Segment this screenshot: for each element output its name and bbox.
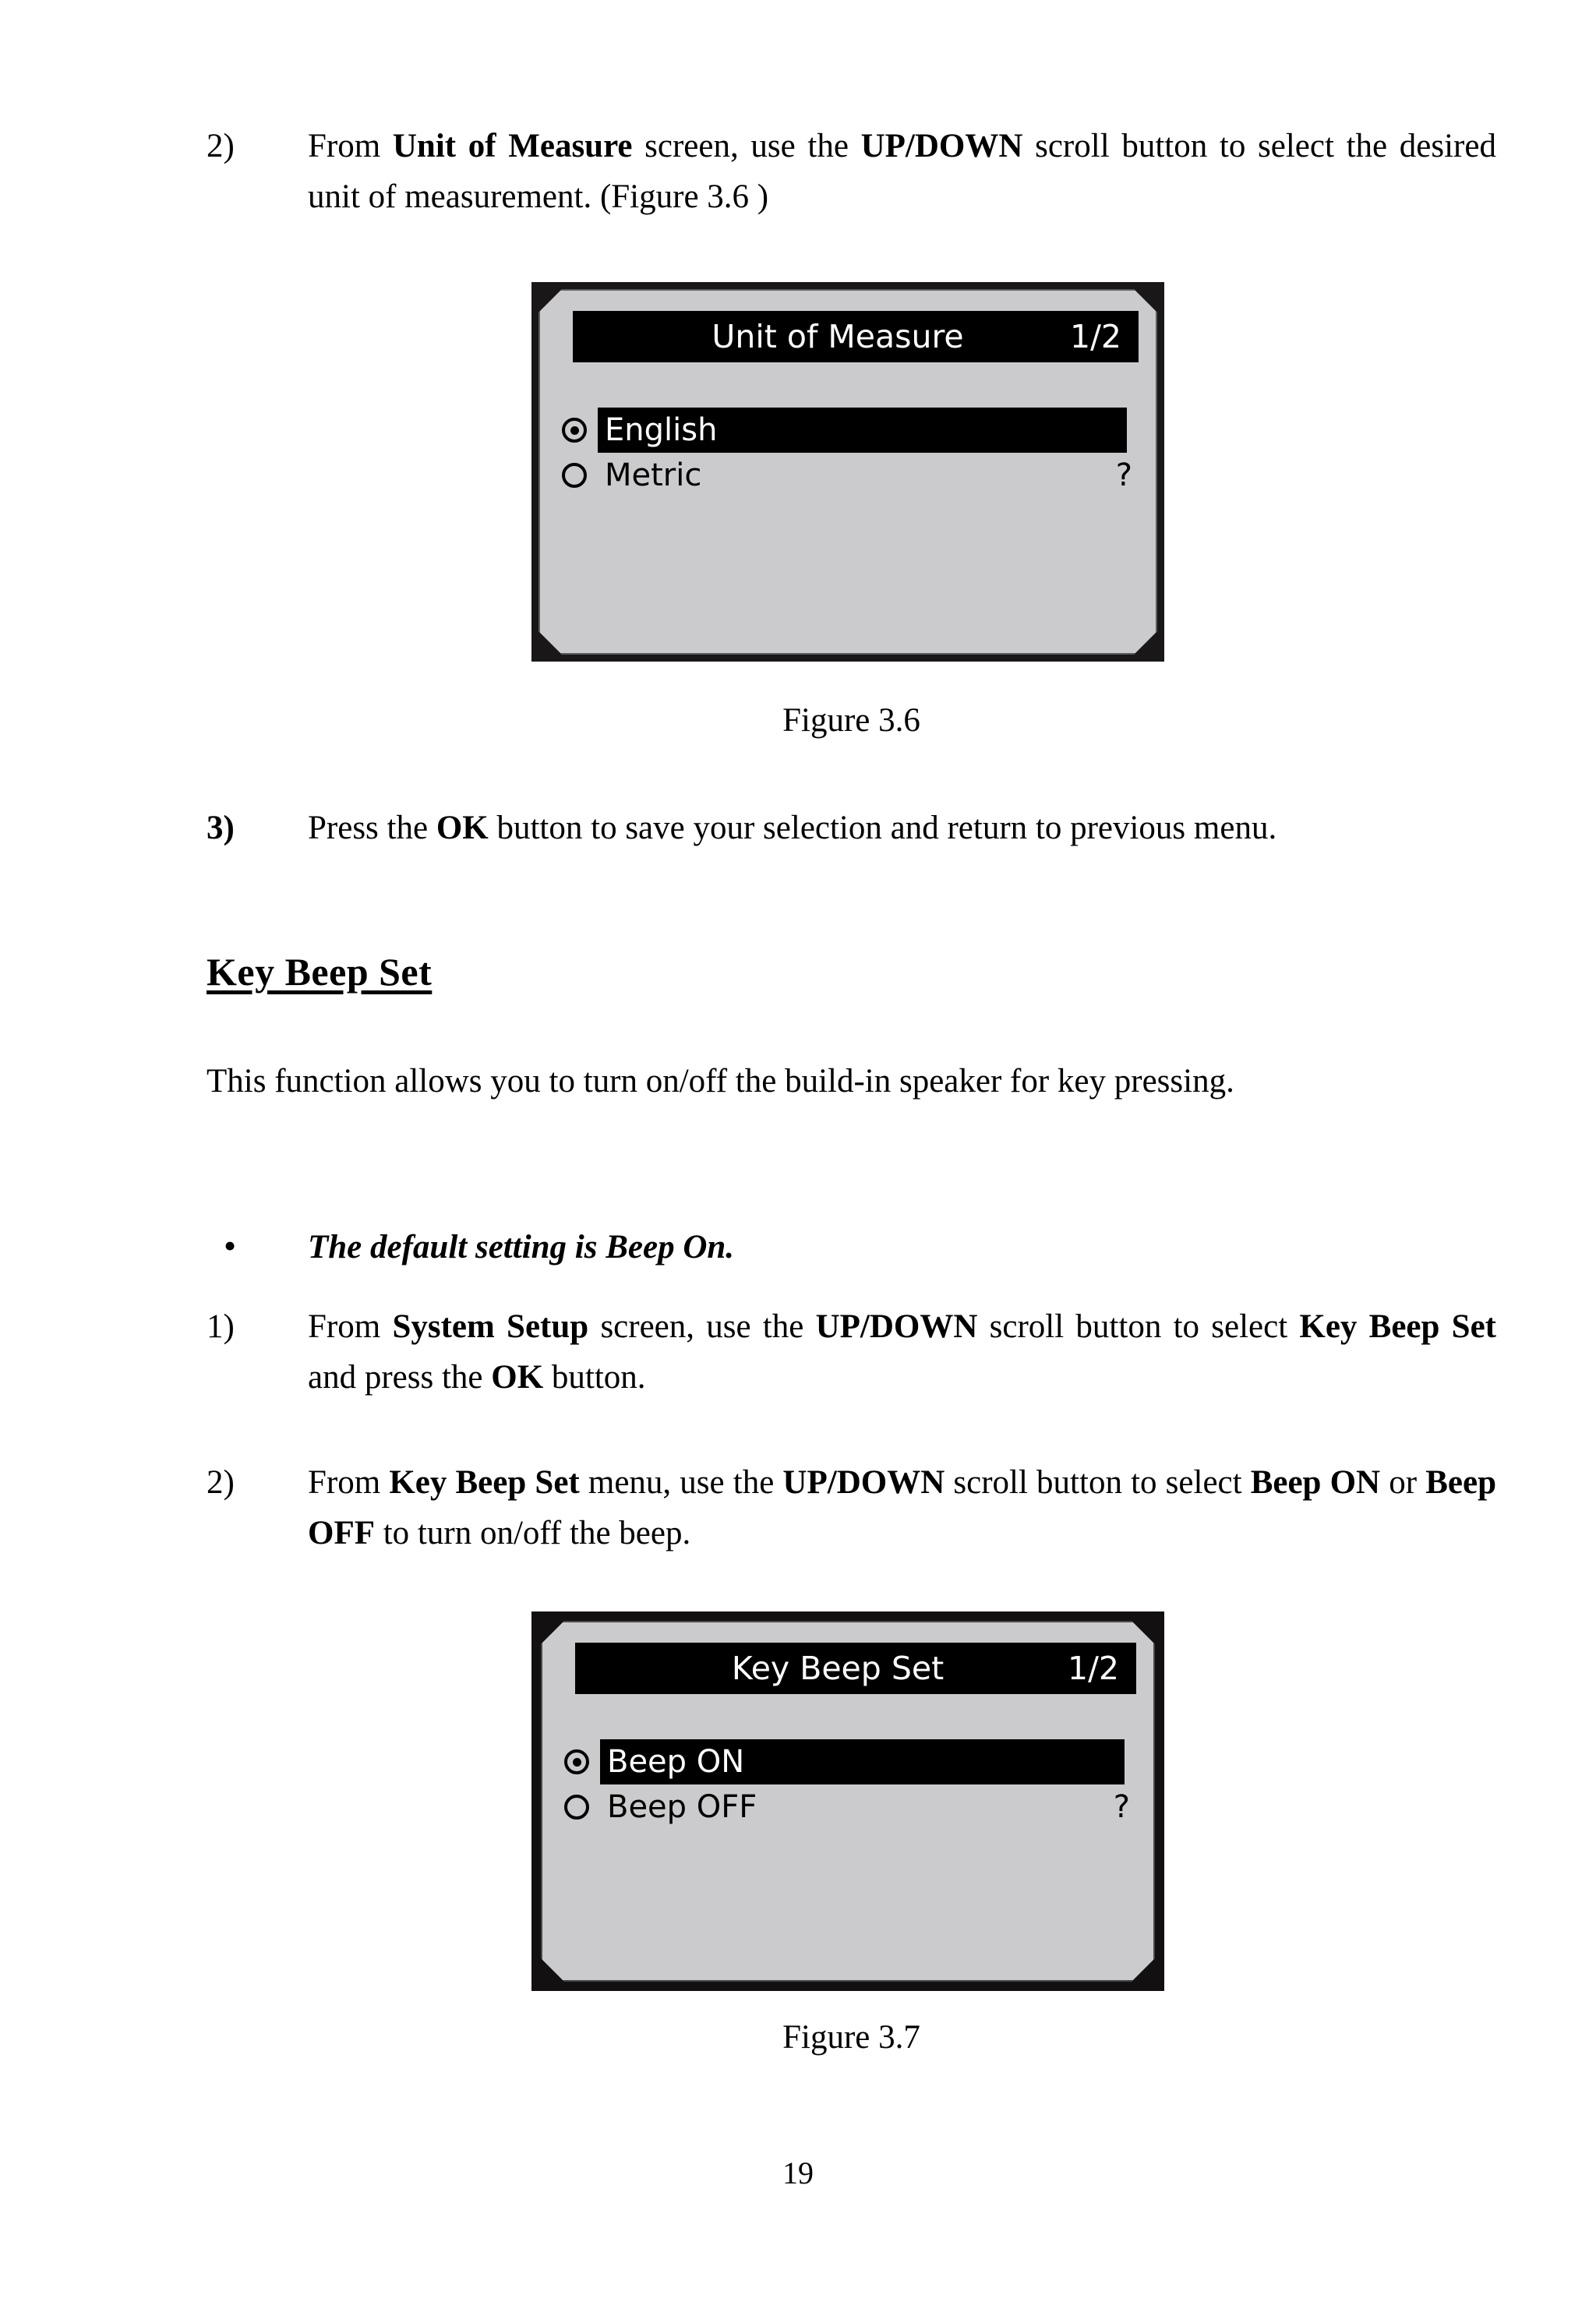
- lcd-option-label: Beep OFF: [607, 1789, 757, 1825]
- lcd-page-indicator: 1/2: [1068, 1650, 1119, 1687]
- text-fragment: button.: [543, 1359, 646, 1396]
- section-description: This function allows you to turn on/off …: [207, 1063, 1234, 1100]
- radio-selected-icon[interactable]: [562, 418, 587, 443]
- text-fragment-bold: UP/DOWN: [815, 1308, 978, 1345]
- lcd-title-bar: Key Beep Set 1/2: [575, 1643, 1136, 1694]
- lcd-option-help: ?: [1115, 457, 1132, 493]
- step-text: From Key Beep Set menu, use the UP/DOWN …: [308, 1464, 1496, 1551]
- list-item-step-3-ok: 3) Press the OK button to save your selec…: [207, 803, 1496, 853]
- step-text: Press the OK button to save your selecti…: [308, 810, 1276, 846]
- bullet-icon: •: [224, 1226, 237, 1265]
- lcd-option-help: ?: [1113, 1789, 1130, 1825]
- bullet-default-setting: • The default setting is Beep On.: [207, 1222, 1496, 1273]
- text-fragment-bold: Beep ON: [1250, 1464, 1381, 1501]
- text-fragment-bold: Unit of Measure: [392, 128, 633, 164]
- list-marker: 2): [207, 1464, 235, 1501]
- text-fragment-bold: Beep OFF: [308, 1464, 1496, 1552]
- text-fragment: screen, use the: [632, 128, 861, 164]
- text-fragment: button to save your selection and return…: [488, 810, 1277, 846]
- lcd-option-highlight[interactable]: Beep ON: [600, 1739, 1125, 1784]
- text-fragment: From: [308, 128, 393, 164]
- list-marker: 3): [207, 810, 235, 846]
- text-fragment: Press the: [308, 810, 436, 846]
- list-item-step-1-beep: 1) From System Setup screen, use the UP/D…: [207, 1301, 1496, 1403]
- lcd-option-label: English: [605, 412, 718, 448]
- figure-caption-37: Figure 3.7: [782, 2019, 920, 2056]
- lcd-option-highlight[interactable]: English: [598, 408, 1127, 453]
- text-fragment-bold: OK: [491, 1359, 544, 1396]
- list-item-step-2-unit: 2) From Unit of Measure screen, use the U…: [207, 121, 1496, 223]
- lcd-option-row-metric[interactable]: Metric ?: [562, 453, 1139, 498]
- figure-caption-36: Figure 3.6: [782, 702, 920, 739]
- radio-selected-icon[interactable]: [564, 1749, 589, 1774]
- lcd-option-body[interactable]: Beep OFF ?: [600, 1784, 1136, 1830]
- lcd-option-row-beep-off[interactable]: Beep OFF ?: [564, 1784, 1136, 1830]
- text-fragment: scroll button to select the desired unit…: [308, 128, 1496, 216]
- lcd-option-list: Beep ON Beep OFF ?: [564, 1739, 1136, 1830]
- text-fragment: to turn on/off the beep.: [374, 1515, 691, 1552]
- section-heading-key-beep-set: Key Beep Set: [207, 950, 433, 994]
- lcd-page-indicator: 1/2: [1070, 318, 1121, 355]
- text-fragment: scroll button to select: [945, 1464, 1251, 1501]
- lcd-title: Unit of Measure: [711, 318, 964, 355]
- bullet-text: The default setting is Beep On.: [308, 1229, 735, 1265]
- text-fragment-bold: Key Beep Set: [389, 1464, 580, 1501]
- page-number: 19: [782, 2155, 814, 2190]
- text-fragment: screen, use the: [588, 1308, 816, 1345]
- lcd-screen: Unit of Measure 1/2 English Metric ?: [538, 289, 1157, 655]
- lcd-figure-key-beep-set: Key Beep Set 1/2 Beep ON Beep OFF ?: [531, 1611, 1164, 1991]
- radio-unselected-icon[interactable]: [562, 463, 587, 488]
- text-fragment: and press the: [308, 1359, 492, 1396]
- lcd-option-row-beep-on[interactable]: Beep ON: [564, 1739, 1136, 1784]
- text-fragment-bold: Key Beep Set: [1299, 1308, 1496, 1345]
- lcd-title-bar: Unit of Measure 1/2: [573, 311, 1139, 362]
- list-item-step-2-beep: 2) From Key Beep Set menu, use the UP/DOW…: [207, 1457, 1496, 1559]
- lcd-screen: Key Beep Set 1/2 Beep ON Beep OFF ?: [541, 1621, 1155, 1982]
- text-fragment: scroll button to select: [977, 1308, 1300, 1345]
- step-text: From System Setup screen, use the UP/DOW…: [308, 1308, 1496, 1396]
- list-marker: 2): [207, 128, 235, 164]
- lcd-title: Key Beep Set: [731, 1650, 945, 1687]
- text-fragment-bold: UP/DOWN: [782, 1464, 945, 1501]
- radio-unselected-icon[interactable]: [564, 1795, 589, 1820]
- text-fragment: From: [308, 1464, 390, 1501]
- text-fragment-bold: System Setup: [392, 1308, 589, 1345]
- lcd-option-label: Beep ON: [607, 1744, 745, 1780]
- list-marker: 1): [207, 1308, 235, 1345]
- text-fragment: or: [1380, 1464, 1426, 1501]
- lcd-option-row-english[interactable]: English: [562, 408, 1139, 453]
- text-fragment-bold: OK: [436, 810, 489, 846]
- text-fragment: menu, use the: [579, 1464, 783, 1501]
- lcd-option-list: English Metric ?: [562, 408, 1139, 498]
- lcd-option-body[interactable]: Metric ?: [598, 453, 1139, 498]
- lcd-option-label: Metric: [605, 457, 702, 493]
- step-text: From Unit of Measure screen, use the UP/…: [308, 128, 1496, 215]
- lcd-figure-unit-of-measure: Unit of Measure 1/2 English Metric ?: [531, 282, 1164, 662]
- text-fragment-bold: UP/DOWN: [860, 128, 1023, 164]
- text-fragment: From: [308, 1308, 393, 1345]
